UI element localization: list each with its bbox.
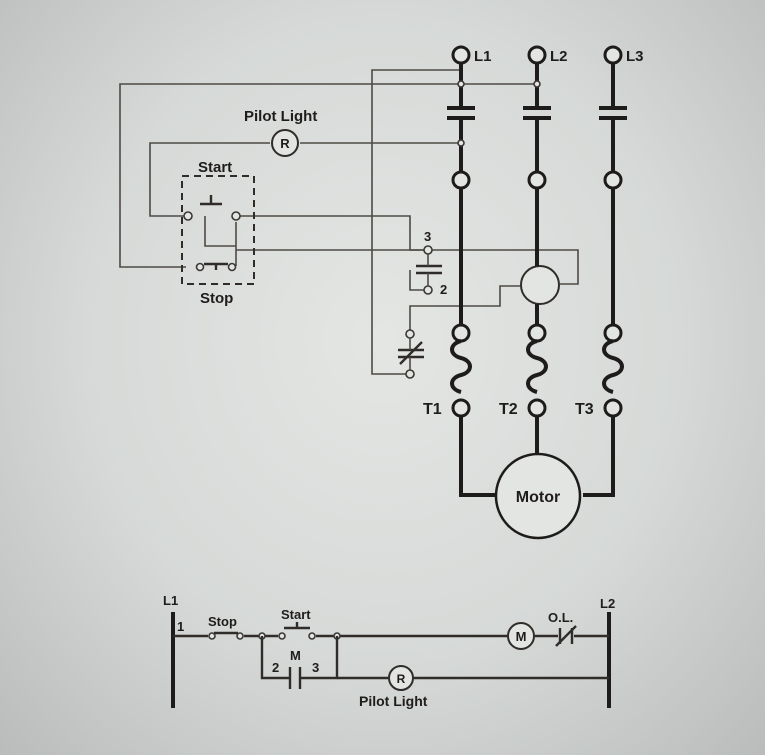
stop-pushbutton[interactable] xyxy=(195,262,237,272)
ladder-node-1: 1 xyxy=(177,619,184,634)
wire-start-to-aux xyxy=(236,215,428,251)
stop-label: Stop xyxy=(200,290,233,307)
aux-label-3: 3 xyxy=(424,229,431,244)
ladder-pilot-light: R xyxy=(388,665,414,691)
ladder-coil-m: M xyxy=(507,622,535,650)
pilot-light-letter: R xyxy=(280,136,290,151)
wire-start-coil xyxy=(236,249,579,285)
terminal-label-t2: T2 xyxy=(499,401,518,418)
ladder-start-button[interactable] xyxy=(278,622,316,640)
power-line-2 xyxy=(523,45,551,454)
overload-contact xyxy=(398,329,424,379)
start-label: Start xyxy=(198,159,232,176)
motor-label: Motor xyxy=(516,489,560,506)
ladder-stop-button[interactable] xyxy=(208,631,244,640)
line-label-l2: L2 xyxy=(550,48,568,65)
line-label-l3: L3 xyxy=(626,48,644,65)
ladder-node-3: 3 xyxy=(312,660,319,675)
wire-pilot-left xyxy=(149,142,270,217)
ladder-contact-label: M xyxy=(290,648,301,663)
wire-station-internal xyxy=(204,216,236,247)
aux-contact xyxy=(416,245,442,295)
terminal-label-t1: T1 xyxy=(423,401,442,418)
start-pushbutton[interactable] xyxy=(183,195,241,221)
wiring-diagram: Start Stop R Pilot Light 3 2 xyxy=(119,45,644,540)
ladder-overload-label: O.L. xyxy=(548,610,573,625)
wire-coil-to-ol xyxy=(409,285,520,330)
ladder-pilot-label: Pilot Light xyxy=(359,693,428,709)
wire-l1-to-overload xyxy=(371,69,462,375)
ladder-coil-letter: M xyxy=(516,629,527,644)
ladder-l2-label: L2 xyxy=(600,596,615,611)
start-stop-station-box xyxy=(181,175,255,285)
power-line-3 xyxy=(583,45,627,497)
line-label-l1: L1 xyxy=(474,48,492,65)
pilot-light-label: Pilot Light xyxy=(244,108,317,125)
ladder-overload xyxy=(555,625,577,647)
ladder-pilot-letter: R xyxy=(397,672,406,686)
ladder-node-2: 2 xyxy=(272,660,279,675)
contactor-coil xyxy=(520,265,560,305)
motor: Motor xyxy=(494,452,582,540)
pilot-light: R xyxy=(271,129,299,157)
ladder-stop-label: Stop xyxy=(208,614,237,629)
ladder-start-label: Start xyxy=(281,607,311,622)
control-wiring xyxy=(119,69,579,375)
power-line-1 xyxy=(447,45,497,497)
aux-label-2: 2 xyxy=(440,282,447,297)
ladder-l1-label: L1 xyxy=(163,593,178,608)
ladder-diagram: L1 L2 1 Stop Start M xyxy=(163,593,615,709)
wire-aux-2 xyxy=(409,270,428,291)
terminal-label-t3: T3 xyxy=(575,401,594,418)
